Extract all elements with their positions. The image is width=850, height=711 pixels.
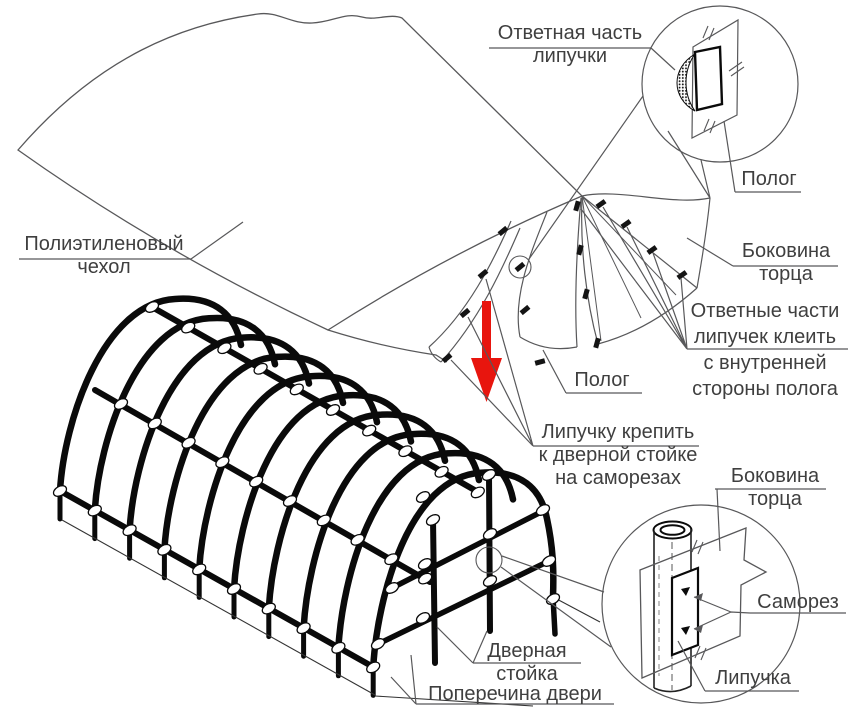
pipe-connector [87,504,102,517]
pipe-connector [157,543,172,556]
pipe-connector [147,417,162,430]
label-door-post: Дверная стойка [487,640,567,685]
pipe-connector [366,661,381,674]
velcro-strip-detail [670,566,700,657]
screw-mark [681,626,690,635]
circled-velcro-mark [508,255,532,279]
pipe-connector [418,572,433,585]
pipe-connector [181,321,196,334]
pipe-connector [370,638,386,650]
middle-flap-polog [517,197,582,350]
pipe-connector [52,485,68,497]
pipe-connector [482,575,498,587]
polyethylene-cover-sheet [17,12,584,331]
pipe-connector [481,469,497,481]
sidewall-panel-detail [639,527,768,679]
pipe-connector [470,486,485,499]
label-attach-note: Липучку крепить к дверной стойке на само… [538,421,698,489]
pipe-connector [325,404,341,416]
pipe-connector [541,555,557,567]
pipe-connector [226,583,242,595]
pipe-connector [144,301,160,313]
pipe-connector [535,504,551,516]
detail-circle-screw-velcro [601,504,801,704]
end-sidewall-panel [581,193,711,345]
pipe-connector [215,456,230,469]
pipe-connector [282,495,298,507]
pipe-connector [113,398,129,410]
pipe-connector [398,445,413,458]
pipe-connector [350,533,365,546]
door-crossbar-upper [389,508,546,591]
pipe-connector [331,641,346,654]
pipe-connector [362,424,377,437]
pipe-connector [217,342,232,355]
velcro-marks [441,199,688,366]
pipe-connector [253,362,268,375]
pipe-connector [415,491,431,503]
pipe-connector [192,563,207,576]
label-velcro: Липучка [715,667,791,689]
door-post-detail-source-circle [475,546,503,574]
red-down-arrow-icon [471,301,502,402]
pipe-connector [316,514,331,527]
detail-circle-velcro-counterpart [641,5,799,163]
label-polyethylene-cover: Полиэтиленовый чехол [24,233,184,278]
label-door-crossbar: Поперечина двери [428,683,602,705]
door-crossbar-lower [375,558,552,647]
door-post-left [430,516,438,666]
screw-mark [681,587,690,596]
pipe-connectors [52,301,561,674]
pipe-connector [181,436,196,449]
leader-arrowheads [694,593,703,633]
pipe-connector [434,465,449,478]
label-polog-top: Полог [741,168,797,190]
pipe-connector [425,514,441,526]
label-polog-mid: Полог [574,369,630,391]
label-screw: Саморез [757,591,839,613]
velcro-counterpart-strip [676,53,696,112]
label-end-sidewall-top: Боковина торца [741,240,831,285]
pipe-connector [545,593,561,605]
pipe-connector [249,475,264,488]
pipe-connector [384,582,400,594]
pipe-connector [122,524,137,537]
label-counter-velcro: Ответная часть липучки [497,22,643,67]
pipe-connector [415,612,431,624]
label-glue-note: Ответные части липучек клеить с внутренн… [690,300,840,400]
leader-lines [19,47,848,705]
door-flap-strip [327,220,521,363]
pipe-connector [384,553,399,566]
pipe-connector [289,383,304,396]
pipe-connector [261,602,276,615]
door-frame [375,471,558,666]
label-end-sidewall-bottom: Боковина торца [730,465,820,510]
pipe-connector [296,622,311,635]
door-post-right [486,471,493,634]
pipe-connector [482,528,498,540]
pipe-connector [417,558,433,570]
